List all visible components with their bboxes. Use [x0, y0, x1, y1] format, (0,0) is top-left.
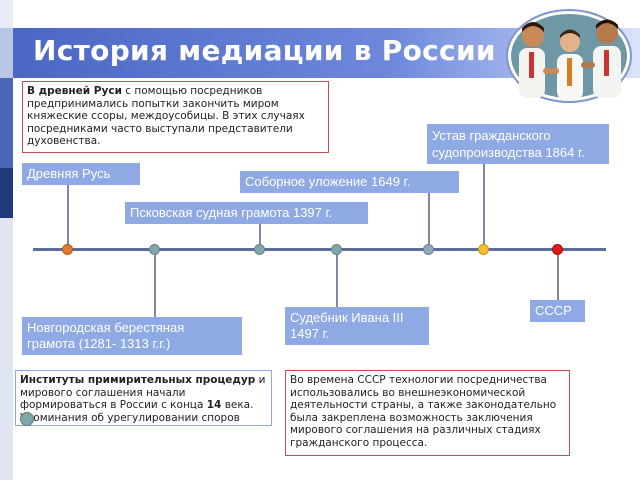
ussr-note: Во времена СССР технологии посредничеств…: [285, 370, 570, 456]
connector-ustav: [483, 164, 485, 247]
institutes-note-text2: века. Упоминания об урегулировании споро…: [20, 399, 258, 425]
side-strip-dark: [0, 168, 13, 218]
institutes-note: Институты примирительных процедур и миро…: [15, 370, 272, 426]
connector-novgorod: [154, 254, 156, 317]
event-sudebnik-line2: 1497 г.: [290, 326, 330, 341]
side-strip-blue: [0, 78, 13, 168]
institutes-note-century: 14: [206, 399, 222, 411]
connector-ussr: [557, 254, 559, 300]
timeline-dot-ustav: [478, 244, 489, 255]
event-ustav-line2: судопроизводства 1864 г.: [432, 145, 585, 160]
institutes-note-bold: Институты примирительных процедур: [20, 374, 256, 386]
intro-note-text: с помощью посредников предпринимались по…: [27, 85, 305, 147]
intro-note-bold: В древней Руси: [27, 85, 122, 97]
event-novgorod: Новгородская берестяная грамота (1281- 1…: [22, 317, 242, 355]
timeline-axis: [33, 248, 606, 251]
connector-sudebnik: [336, 254, 338, 307]
intro-note: В древней Руси с помощью посредников пре…: [22, 81, 329, 153]
event-novgorod-line1: Новгородская берестяная: [27, 320, 185, 335]
connector-sobornoe: [428, 193, 430, 247]
event-sudebnik: Судебник Ивана III 1497 г.: [285, 307, 429, 345]
event-ustav-line1: Устав гражданского: [432, 128, 551, 143]
institutes-note-text1: и мирового соглашения начали формировать…: [20, 374, 266, 411]
timeline-dot-pskov: [254, 244, 265, 255]
timeline-dot-sobornoe: [423, 244, 434, 255]
side-strip-mid: [0, 28, 13, 78]
teal-circle-icon: [20, 412, 34, 426]
side-strip-light: [0, 0, 13, 28]
event-pskov: Псковская судная грамота 1397 г.: [125, 202, 368, 224]
event-novgorod-line2: грамота (1281- 1313 г.г.): [27, 336, 171, 351]
connector-ancient-rus: [67, 185, 69, 247]
event-sudebnik-line1: Судебник Ивана III: [290, 310, 404, 325]
timeline-dot-ussr: [552, 244, 563, 255]
event-sobornoe: Соборное уложение 1649 г.: [240, 171, 459, 193]
timeline-dot-novgorod: [149, 244, 160, 255]
event-ustav: Устав гражданского судопроизводства 1864…: [427, 124, 609, 164]
side-strip-pale: [0, 218, 13, 480]
event-ussr: СССР: [530, 300, 585, 322]
connector-pskov: [259, 224, 261, 247]
timeline-dot-sudebnik: [331, 244, 342, 255]
slide-title: История медиации в России: [33, 34, 496, 67]
event-ancient-rus: Древняя Русь: [22, 163, 140, 185]
timeline-dot-ancient-rus: [62, 244, 73, 255]
business-people-icon: [505, 8, 633, 104]
